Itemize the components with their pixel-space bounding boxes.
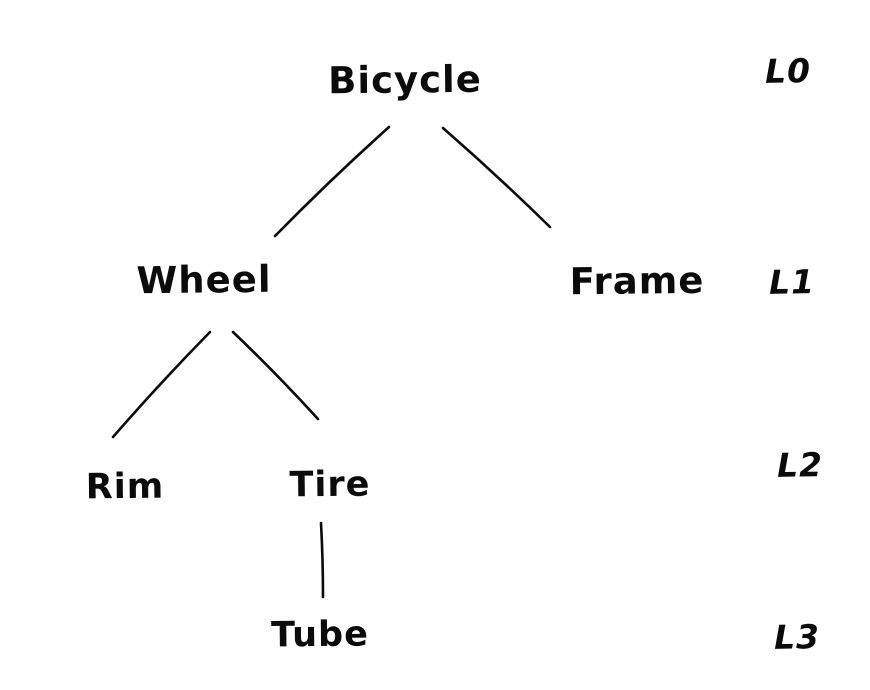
edge-tire-tube [319, 521, 325, 599]
edge-bicycle-wheel [273, 125, 391, 238]
node-bicycle: Bicycle [327, 57, 483, 103]
edge-bicycle-frame [441, 126, 552, 229]
level-label-l2: L2 [776, 445, 824, 485]
node-tire: Tire [289, 464, 371, 506]
node-tube: Tube [270, 614, 370, 656]
edge-wheel-tire [231, 330, 320, 421]
level-label-l3: L3 [773, 617, 821, 657]
level-label-l1: L1 [768, 262, 816, 302]
node-rim: Rim [85, 466, 165, 508]
node-wheel: Wheel [136, 257, 272, 303]
node-frame: Frame [569, 258, 705, 304]
level-label-l0: L0 [764, 51, 812, 91]
edge-wheel-rim [111, 330, 212, 439]
